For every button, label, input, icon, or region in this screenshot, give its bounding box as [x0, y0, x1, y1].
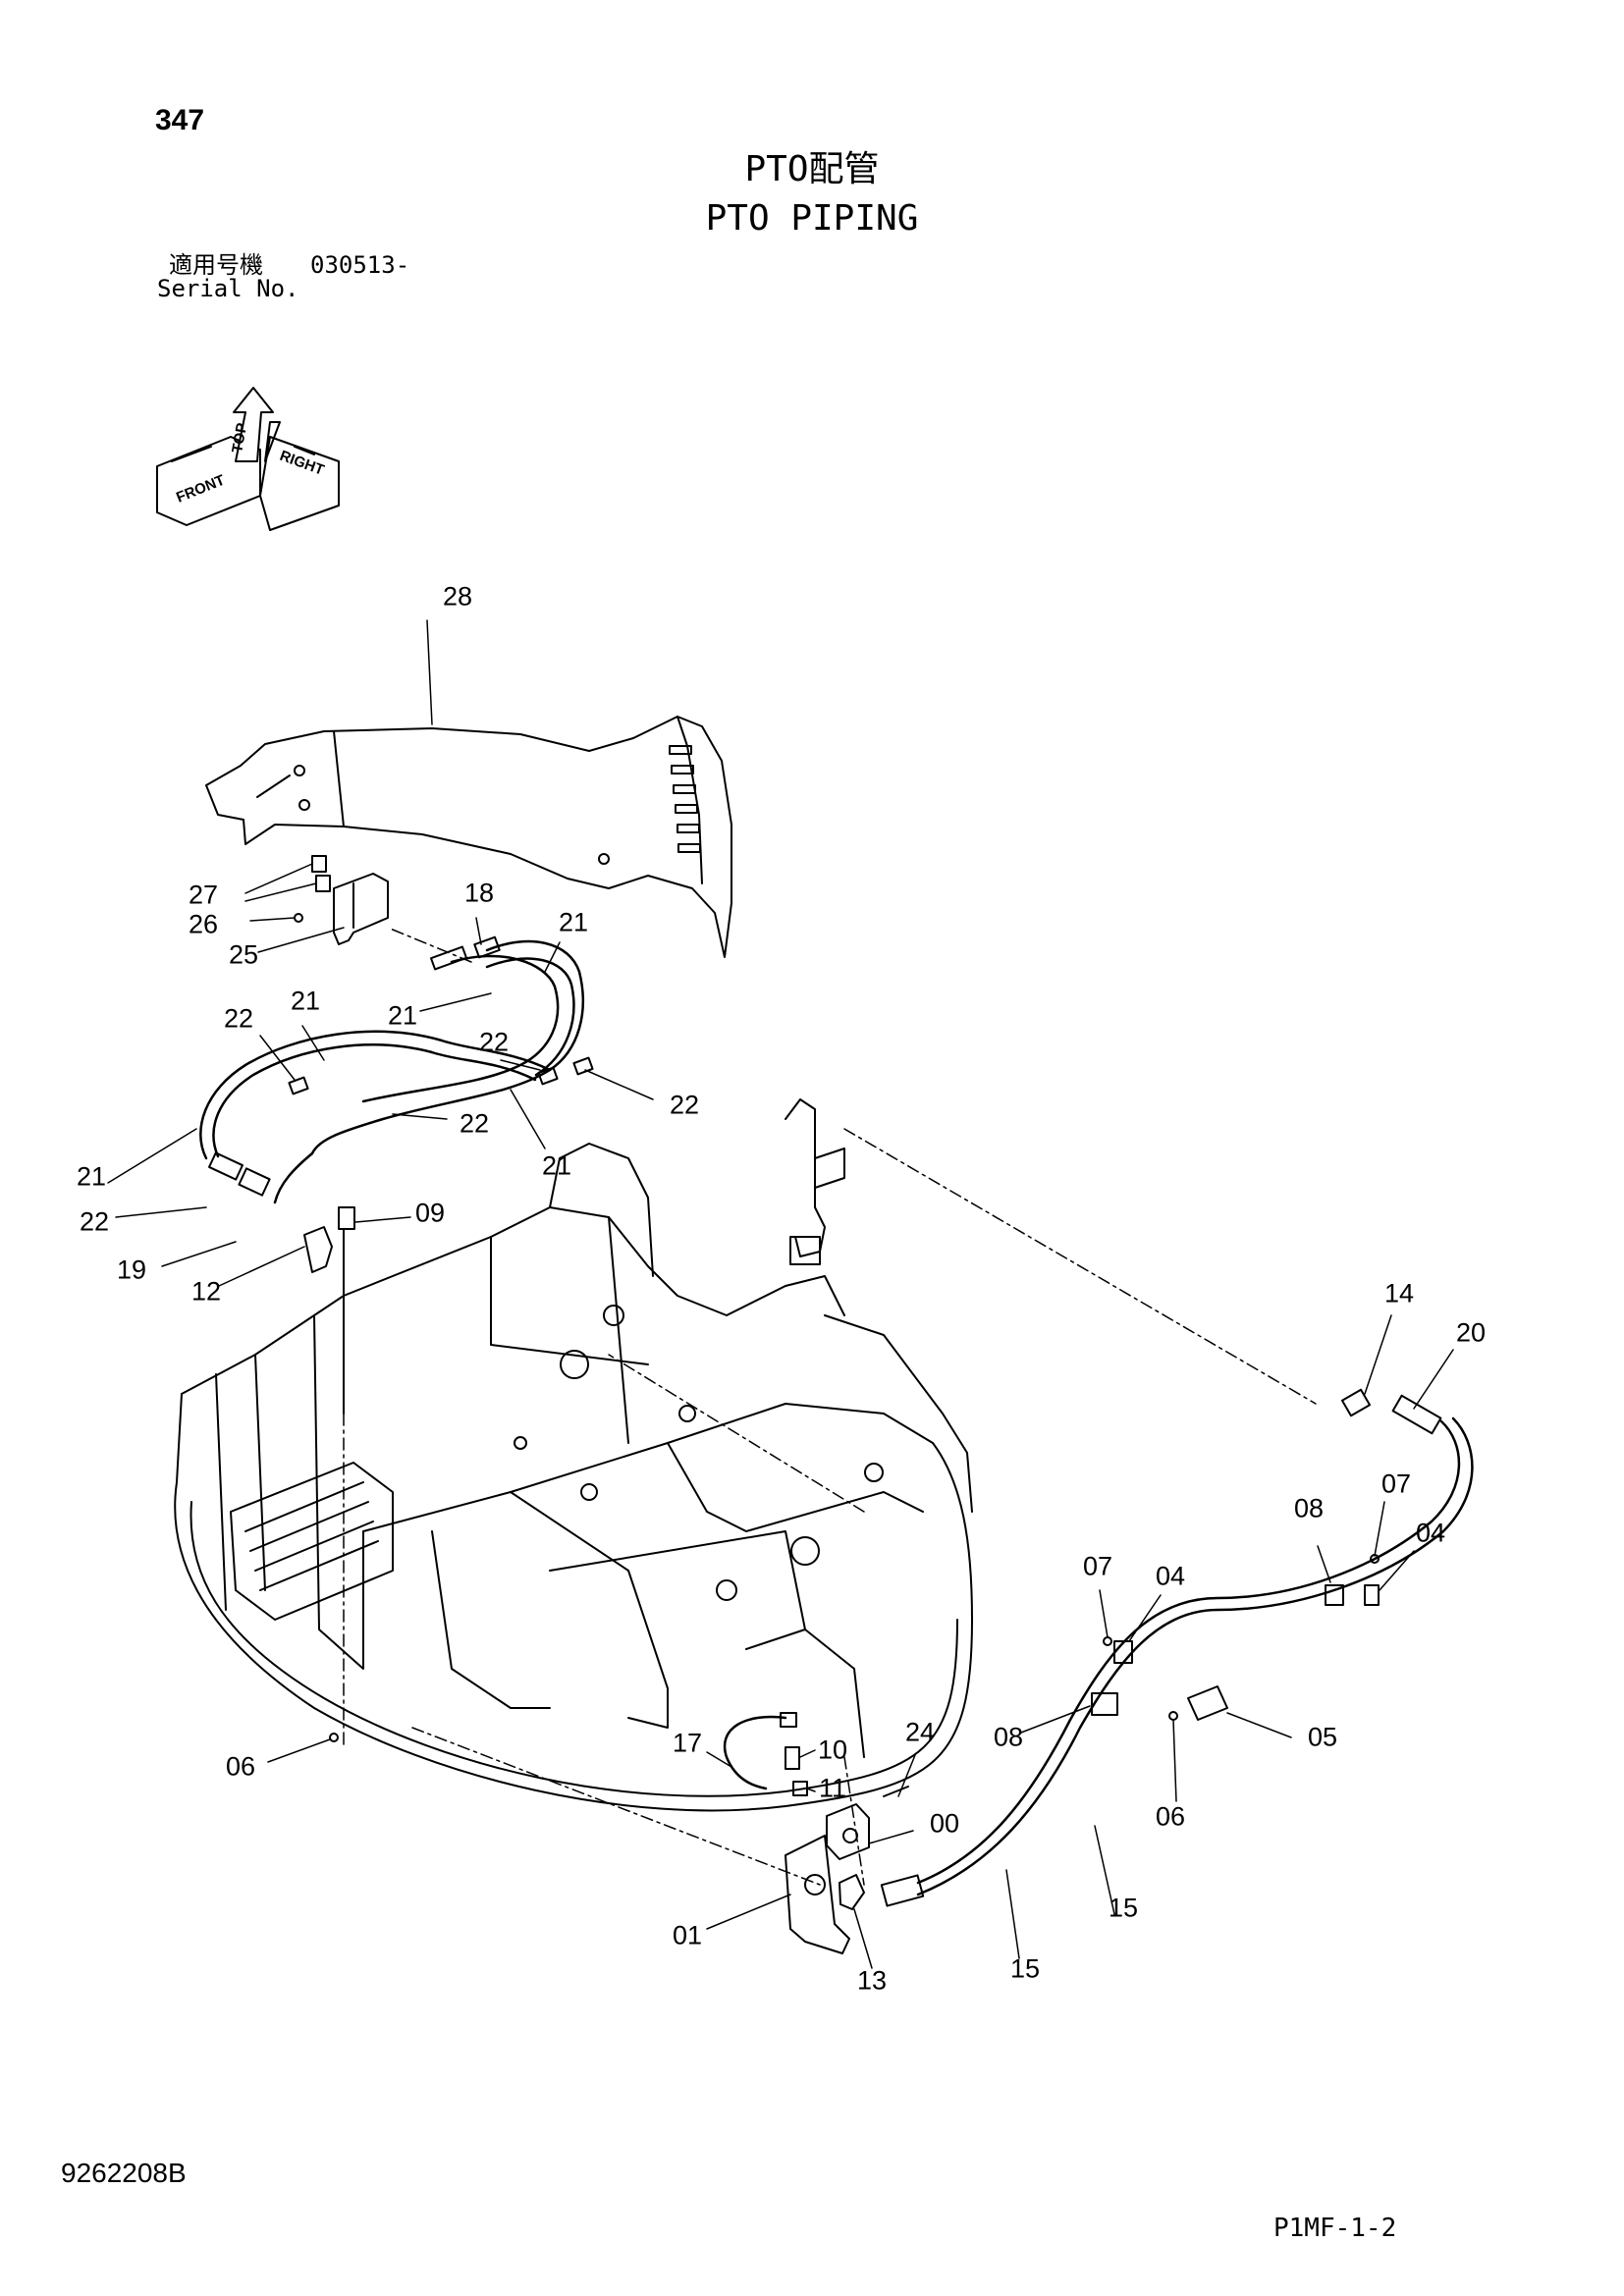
callout-28: 28 — [442, 581, 473, 612]
callout-24: 24 — [904, 1717, 936, 1747]
callout-09: 09 — [414, 1198, 446, 1228]
callout-04-b: 04 — [1155, 1561, 1186, 1591]
callout-00: 00 — [929, 1808, 960, 1839]
swing-frame — [174, 1143, 973, 1812]
sheet-reference: P1MF-1-2 — [1273, 2214, 1397, 2243]
callout-07-a: 07 — [1380, 1468, 1412, 1499]
orientation-indicator — [156, 387, 340, 531]
callout-01: 01 — [672, 1920, 703, 1950]
callout-27: 27 — [188, 880, 219, 910]
callout-06-b: 06 — [1155, 1801, 1186, 1832]
callout-leaders — [107, 619, 1454, 1969]
bracket-part-25 — [333, 873, 389, 945]
fittings-part-10-11 — [780, 1712, 808, 1796]
callout-22-c: 22 — [669, 1090, 700, 1120]
callout-18: 18 — [463, 878, 495, 908]
callout-08-a: 08 — [1293, 1493, 1325, 1523]
clamps-part-22 — [288, 1056, 594, 1095]
hose-part-21 — [199, 939, 584, 1204]
callout-15-a: 15 — [1108, 1893, 1139, 1923]
callout-21-e: 21 — [76, 1161, 107, 1192]
fitting-part-19 — [208, 1151, 271, 1197]
fitting-part-14 — [1340, 1388, 1372, 1417]
leader-lines-dashed — [343, 927, 1317, 1886]
bolts-part-27 — [294, 855, 331, 923]
serial-number-value: 030513- — [310, 251, 410, 279]
hose-fitting-left — [880, 1874, 925, 1907]
valve-block-part-00 — [826, 1803, 870, 1860]
callout-08-b: 08 — [993, 1722, 1024, 1752]
callout-21-b: 21 — [387, 1000, 418, 1031]
callout-04-a: 04 — [1415, 1518, 1446, 1548]
callout-13: 13 — [856, 1965, 888, 1996]
callout-21-d: 21 — [541, 1150, 572, 1181]
pipe-assembly — [785, 1098, 845, 1265]
callout-21-c: 21 — [290, 986, 321, 1016]
title-japanese: PTO配管 — [744, 149, 880, 189]
drawing-number: 9262208B — [61, 2158, 187, 2188]
callout-11: 11 — [818, 1773, 847, 1803]
cover-vent-slots — [669, 745, 701, 853]
fitting-part-18 — [429, 935, 501, 971]
spacer-parts-08 — [1091, 1584, 1344, 1716]
fitting-part-09 — [338, 1206, 355, 1415]
cover-part-28 — [205, 716, 732, 958]
callout-26: 26 — [188, 909, 219, 939]
bolts-part-06-07 — [329, 1554, 1380, 1742]
callout-12: 12 — [190, 1276, 222, 1307]
callout-19: 19 — [116, 1255, 147, 1285]
elbow-part-13 — [839, 1874, 865, 1910]
orientation-top-text: TOP — [229, 422, 250, 454]
callout-10: 10 — [817, 1735, 848, 1765]
callout-17: 17 — [672, 1728, 703, 1758]
clamp-parts-04 — [1113, 1584, 1380, 1664]
serial-label-japanese: 適用号機 — [169, 251, 263, 279]
bracket-part-05 — [1187, 1685, 1228, 1721]
callout-06-a: 06 — [225, 1751, 256, 1782]
callout-21-a: 21 — [558, 907, 589, 937]
serial-label-english: Serial No. — [157, 275, 299, 302]
callout-22-a: 22 — [223, 1003, 254, 1034]
callout-22-e: 22 — [79, 1206, 110, 1237]
callout-15-b: 15 — [1009, 1953, 1041, 1984]
fitting-part-20 — [1391, 1394, 1442, 1435]
hose-part-15 — [916, 1416, 1474, 1896]
hose-part-17 — [723, 1715, 787, 1790]
page-number: 347 — [155, 104, 205, 136]
callout-05: 05 — [1307, 1722, 1338, 1752]
callout-07-b: 07 — [1082, 1551, 1113, 1581]
callout-22-d: 22 — [459, 1108, 490, 1139]
bolt-part-24 — [883, 1786, 909, 1797]
control-valve-block — [230, 1462, 394, 1621]
callout-20: 20 — [1455, 1317, 1487, 1348]
elbow-part-12 — [303, 1226, 333, 1273]
bracket-part-01 — [785, 1835, 850, 1954]
callout-25: 25 — [228, 939, 259, 970]
title-english: PTO PIPING — [705, 198, 919, 239]
callout-22-b: 22 — [478, 1027, 510, 1057]
callout-14: 14 — [1383, 1278, 1415, 1308]
